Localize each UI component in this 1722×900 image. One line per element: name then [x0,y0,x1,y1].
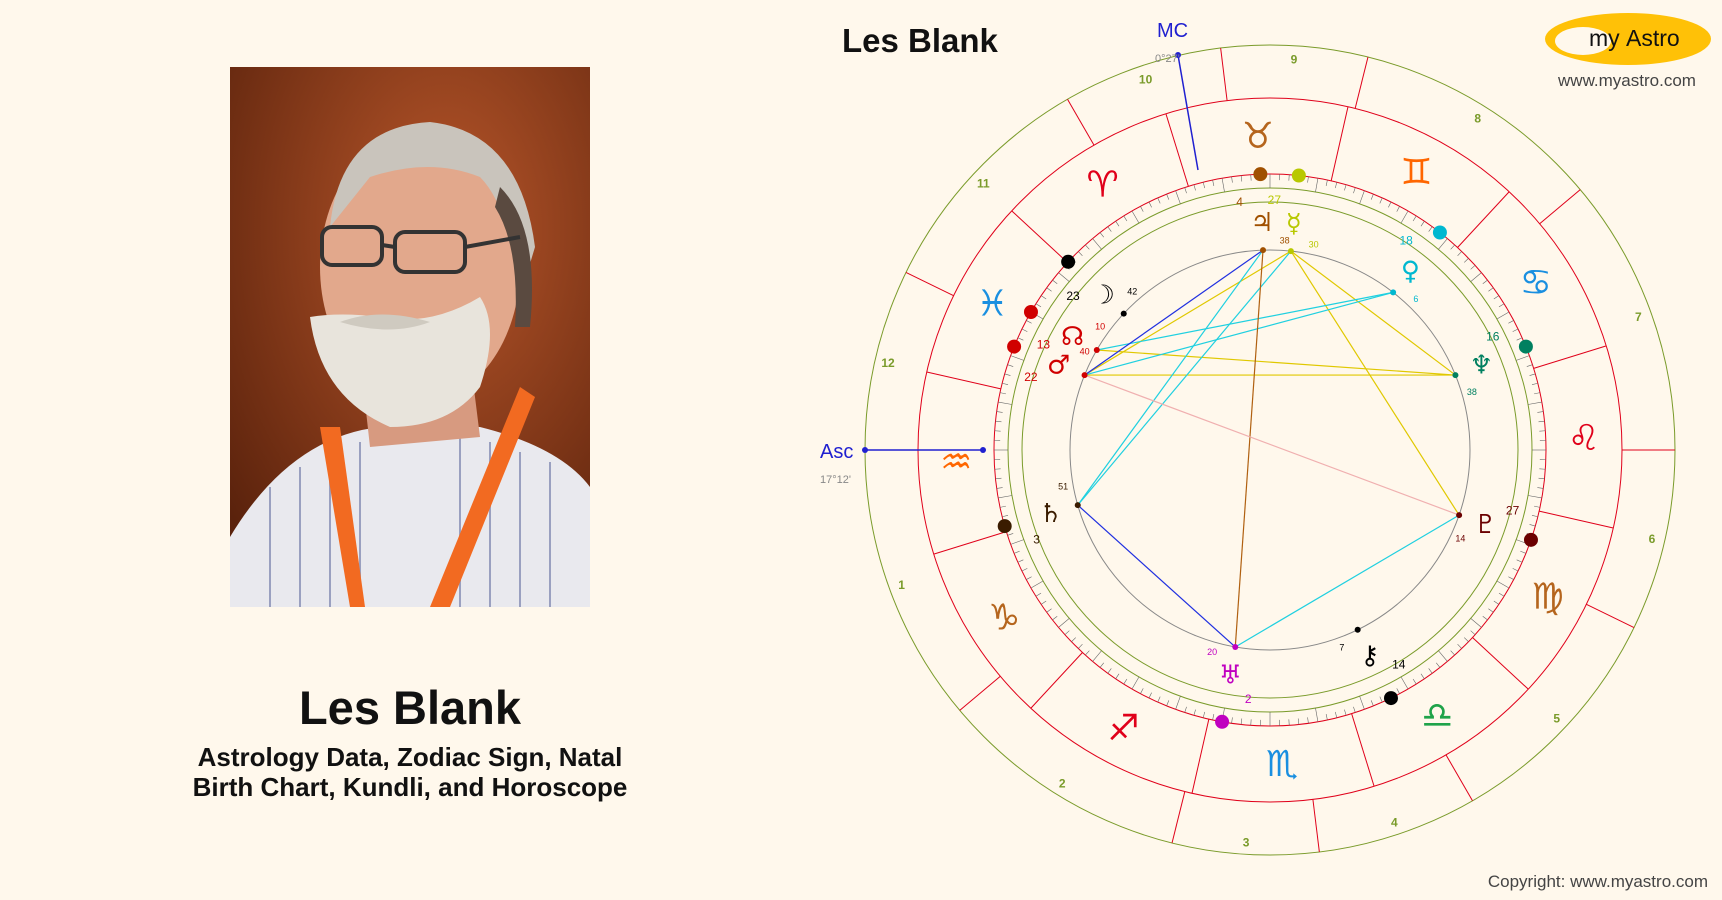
mc-label: MC [1157,20,1188,42]
north-node-icon: ☊ [1061,322,1084,352]
subtitle-line-1: Astrology Data, Zodiac Sign, Natal [197,742,623,772]
venus-icon: ♀ [1401,256,1420,286]
mercury-degree: 27 [1268,193,1282,207]
virgo-icon: ♍ [1532,576,1564,617]
person-photo [230,67,590,607]
pluto-degree: 27 [1506,503,1520,517]
venus-marker [1432,225,1447,240]
house-number-7: 7 [1635,310,1642,324]
logo-text-my: my [1589,25,1620,51]
taurus-icon: ♉ [1242,116,1274,157]
north-node-degree: 13 [1037,337,1051,351]
north-node-minutes: 10 [1095,322,1105,332]
house-number-3: 3 [1243,835,1250,849]
moon-marker [1061,254,1076,269]
venus-degree: 18 [1399,233,1413,247]
libra-icon: ♎ [1421,696,1453,737]
asc-label: Asc [820,441,853,463]
jupiter-minutes: 38 [1280,236,1290,246]
house-number-11: 11 [977,177,990,191]
neptune-icon: ♆ [1470,351,1493,381]
chiron-marker [1383,691,1398,706]
saturn-degree: 3 [1033,533,1040,547]
uranus-minutes: 20 [1207,647,1217,657]
leo-icon: ♌ [1568,418,1600,459]
mars-marker [1007,339,1022,354]
scorpio-icon: ♏ [1266,744,1298,785]
copyright: Copyright: www.myastro.com [1487,872,1708,891]
house-number-6: 6 [1649,532,1656,546]
person-name: Les Blank [298,681,522,734]
mercury-minutes: 30 [1309,240,1319,250]
page-subtitle: Astrology Data, Zodiac Sign, Natal Birth… [150,742,670,802]
cancer-icon: ♋ [1520,263,1552,304]
logo-text-astro: Astro [1626,25,1680,51]
moon-degree: 23 [1066,289,1080,303]
north-node-marker [1023,305,1038,319]
uranus-marker [1215,714,1230,729]
jupiter-marker [1253,167,1268,182]
chart-title: Les Blank [842,22,998,59]
house-number-5: 5 [1553,711,1560,725]
saturn-icon: ♄ [1039,499,1062,529]
house-number-1: 1 [898,578,905,592]
venus-minutes: 6 [1413,294,1418,304]
jupiter-degree: 4 [1236,195,1243,209]
house-number-4: 4 [1391,816,1398,830]
house-number-2: 2 [1059,776,1066,790]
house-number-8: 8 [1474,112,1481,126]
house-number-12: 12 [881,356,895,370]
neptune-minutes: 38 [1467,387,1477,397]
asc-degree: 17°12' [820,474,851,486]
pluto-icon: ♇ [1474,510,1497,540]
mc-degree: 0°27' [1155,53,1180,65]
uranus-degree: 2 [1245,692,1252,706]
pluto-marker [1523,532,1538,547]
aries-icon: ♈ [1087,164,1119,205]
myastro-logo[interactable]: my Astro [1543,11,1713,67]
chiron-minutes: 7 [1339,642,1344,652]
neptune-marker [1518,339,1533,354]
mars-degree: 22 [1024,370,1038,384]
site-url[interactable]: www.myastro.com [1558,71,1696,90]
mercury-marker [1291,168,1306,183]
gemini-icon: ♊ [1400,152,1432,193]
pisces-icon: ♓ [976,284,1008,325]
mercury-icon: ☿ [1286,209,1302,239]
mars-icon: ♂ [1047,351,1070,381]
neptune-degree: 16 [1486,330,1500,344]
sagittarius-icon: ♐ [1107,708,1139,749]
chiron-degree: 14 [1392,657,1406,671]
uranus-icon: ♅ [1219,661,1242,691]
aquarius-icon: ♒ [940,442,972,483]
pluto-minutes: 14 [1455,534,1465,544]
capricorn-icon: ♑ [988,597,1020,638]
mars-minutes: 40 [1080,346,1090,356]
saturn-minutes: 51 [1058,481,1068,491]
jupiter-icon: ♃ [1250,208,1273,238]
chiron-icon: ⚷ [1360,641,1379,671]
house-number-9: 9 [1291,53,1298,67]
subtitle-line-2: Birth Chart, Kundli, and Horoscope [192,772,628,802]
house-number-10: 10 [1139,72,1153,86]
moon-icon: ☽ [1092,281,1115,311]
moon-minutes: 42 [1127,287,1137,297]
saturn-marker [997,519,1012,534]
